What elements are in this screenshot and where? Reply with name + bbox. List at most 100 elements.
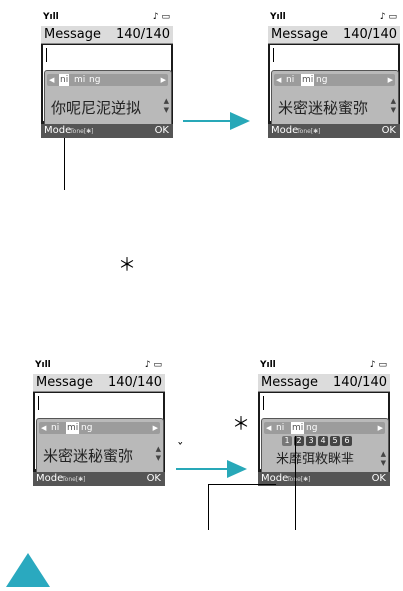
signal-icon: Yıll [270,12,286,22]
number-key[interactable]: 6 [342,436,352,446]
ok-softkey[interactable]: OK [382,124,396,138]
transition-arrow-line [176,468,228,470]
scroll-arrows-icon: ▲▼ [391,97,396,115]
callout-line [295,436,296,530]
music-note-battery-icon: ♪ ▭ [145,360,162,370]
title-bar: Message 140/140 [33,374,165,392]
ok-softkey[interactable]: OK [147,472,161,486]
scroll-arrows-icon: ▲▼ [156,445,161,463]
text-cursor [46,48,47,62]
pinyin-syllable[interactable]: mi [66,422,79,434]
pinyin-syllable[interactable]: ni [59,74,69,86]
right-arrow-icon[interactable]: ▶ [161,74,166,86]
softkey-bar: Mode Tone[✱] OK [258,472,390,486]
number-key[interactable]: 5 [330,436,340,446]
input-method-panel[interactable]: ◀ ni mi ng ▶ 米密迷秘蜜弥 ▲▼ [36,418,164,478]
pinyin-syllable[interactable]: ng [81,422,92,434]
text-cursor [38,396,39,410]
number-key[interactable]: 3 [306,436,316,446]
tone-label: Tone[✱] [62,472,86,487]
right-arrow-icon[interactable]: ▶ [388,74,393,86]
transition-arrow-head [230,112,250,130]
mode-softkey[interactable]: Mode [271,124,298,138]
tone-label: Tone[✱] [297,124,321,139]
pinyin-bar[interactable]: ◀ ni mi ng ▶ [264,422,385,434]
status-bar: Yıll ♪ ▭ [41,10,173,26]
callout-line [208,484,276,485]
screen-title: Message [261,374,318,391]
phone-screen-1: Yıll ♪ ▭ Message 140/140 ◀ ni mi ng ▶ 你呢… [41,10,173,138]
status-bar: Yıll ♪ ▭ [33,358,165,374]
left-arrow-icon[interactable]: ◀ [276,74,281,86]
caron-mark: ˇ [177,443,184,456]
pinyin-syllable[interactable]: mi [291,422,304,434]
screen-title: Message [44,26,101,43]
softkey-bar: Mode Tone[✱] OK [33,472,165,486]
transition-arrow-line [183,120,231,122]
status-bar: Yıll ♪ ▭ [258,358,390,374]
ok-softkey[interactable]: OK [372,472,386,486]
ok-softkey[interactable]: OK [155,124,169,138]
music-note-battery-icon: ♪ ▭ [370,360,387,370]
pinyin-syllable[interactable]: ni [276,422,284,434]
text-cursor [273,48,274,62]
right-arrow-icon[interactable]: ▶ [378,422,383,434]
phone-screen-2: Yıll ♪ ▭ Message 140/140 ◀ ni mi ng ▶ 米密… [268,10,400,138]
pinyin-syllable[interactable]: ng [316,74,327,86]
pinyin-syllable[interactable]: mi [74,74,85,86]
pinyin-bar[interactable]: ◀ ni mi ng ▶ [39,422,160,434]
left-arrow-icon[interactable]: ◀ [49,74,54,86]
pinyin-syllable[interactable]: ng [89,74,100,86]
star-key-mark: ＊ [118,257,136,275]
scroll-arrows-icon: ▲▼ [164,97,169,115]
input-method-panel[interactable]: ◀ ni mi ng ▶ 你呢尼泥逆拟 ▲▼ [44,70,172,130]
pinyin-syllable[interactable]: mi [301,74,314,86]
candidate-list[interactable]: 你呢尼泥逆拟 [51,97,141,119]
title-bar: Message 140/140 [268,26,400,44]
screen-title: Message [271,26,328,43]
tone-label: Tone[✱] [70,124,94,139]
callout-line [64,138,65,190]
candidate-list[interactable]: 米密迷秘蜜弥 [278,97,368,119]
char-counter: 140/140 [108,374,162,391]
number-key[interactable]: 4 [318,436,328,446]
left-arrow-icon[interactable]: ◀ [266,422,271,434]
char-counter: 140/140 [116,26,170,43]
callout-line [208,484,209,530]
page-corner-triangle-icon [6,553,50,587]
candidate-list[interactable]: 米密迷秘蜜弥 [43,445,133,467]
pinyin-syllable[interactable]: ni [286,74,294,86]
candidate-list[interactable]: 米靡弭敉眯芈 [276,451,354,469]
char-counter: 140/140 [333,374,387,391]
signal-icon: Yıll [43,12,59,22]
status-bar: Yıll ♪ ▭ [268,10,400,26]
star-key-mark: ＊ [232,416,250,434]
transition-arrow-head [227,460,247,478]
softkey-bar: Mode Tone[✱] OK [268,124,400,138]
music-note-battery-icon: ♪ ▭ [380,12,397,22]
pinyin-syllable[interactable]: ni [51,422,59,434]
scroll-arrows-icon: ▲▼ [381,450,386,468]
music-note-battery-icon: ♪ ▭ [153,12,170,22]
text-cursor [263,396,264,410]
left-arrow-icon[interactable]: ◀ [41,422,46,434]
title-bar: Message 140/140 [41,26,173,44]
mode-softkey[interactable]: Mode [44,124,71,138]
phone-screen-3: Yıll ♪ ▭ Message 140/140 ◀ ni mi ng ▶ 米密… [33,358,165,486]
char-counter: 140/140 [343,26,397,43]
number-key[interactable]: 1 [282,436,292,446]
mode-softkey[interactable]: Mode [36,472,63,486]
right-arrow-icon[interactable]: ▶ [153,422,158,434]
signal-icon: Yıll [260,360,276,370]
input-method-panel[interactable]: ◀ ni mi ng ▶ 米密迷秘蜜弥 ▲▼ [271,70,399,130]
screen-title: Message [36,374,93,391]
pinyin-bar[interactable]: ◀ ni mi ng ▶ [47,74,168,86]
pinyin-syllable[interactable]: ng [306,422,317,434]
tone-label: Tone[✱] [287,472,311,487]
pinyin-bar[interactable]: ◀ ni mi ng ▶ [274,74,395,86]
softkey-bar: Mode Tone[✱] OK [41,124,173,138]
signal-icon: Yıll [35,360,51,370]
